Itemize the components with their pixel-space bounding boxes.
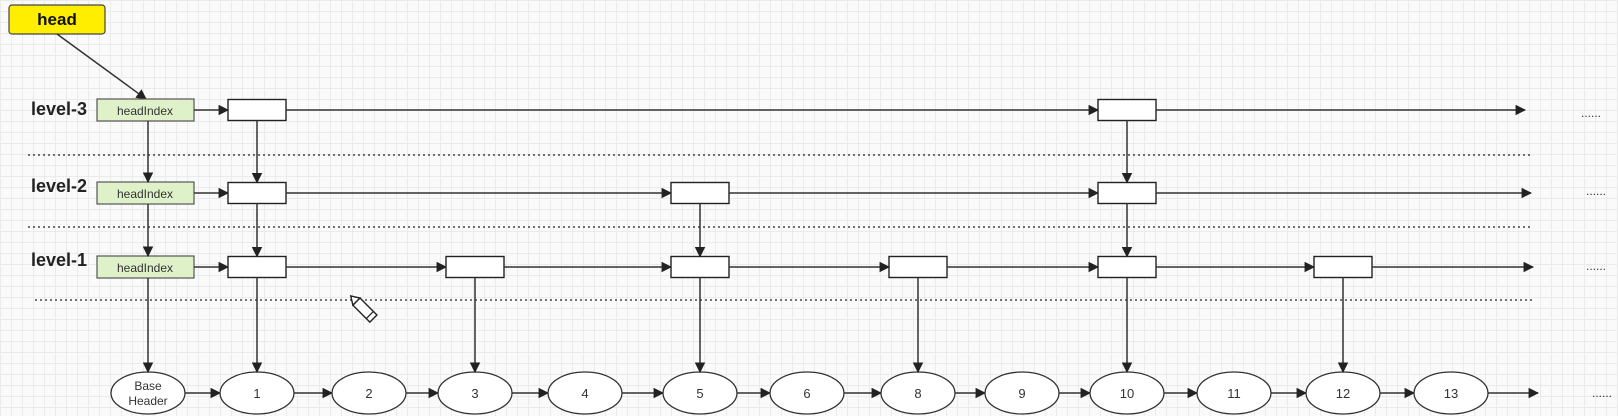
cursor-icon [349, 294, 378, 324]
head-index-label: headIndex [117, 187, 173, 201]
base-node-label: 1 [253, 386, 260, 401]
head-index-level-1: headIndex [96, 255, 195, 279]
index-node-10 [1097, 181, 1157, 205]
base-node-label: 2 [365, 386, 372, 401]
index-node-1 [227, 181, 287, 205]
level-1-label: level-1 [31, 250, 87, 270]
base-node-label: 10 [1120, 386, 1134, 401]
continuation-level-1: ...... [1586, 259, 1606, 273]
level-3-label: level-3 [31, 99, 87, 119]
index-node-1 [227, 98, 287, 122]
base-node-label: 3 [471, 386, 478, 401]
index-node-12 [1313, 255, 1373, 279]
continuation-level-2: ...... [1586, 184, 1606, 198]
head-label: head [37, 10, 77, 29]
base-header-label-line-1: Base [134, 379, 162, 393]
index-node-5 [670, 181, 730, 205]
base-node-label: 13 [1444, 386, 1458, 401]
head-index-level-3: headIndex [96, 98, 195, 122]
index-node-10 [1097, 255, 1157, 279]
base-node-label: 5 [696, 386, 703, 401]
head-index-label: headIndex [117, 261, 173, 275]
base-node-label: 6 [803, 386, 810, 401]
base-header-node: Base Header [110, 371, 186, 415]
index-node-10 [1097, 98, 1157, 122]
base-node-label: 12 [1336, 386, 1350, 401]
head-index-level-2: headIndex [96, 181, 195, 205]
head-pointer-arrow [56, 33, 147, 100]
base-node-label: 11 [1227, 386, 1241, 401]
base-node-label: 4 [581, 386, 588, 401]
head-box: head [8, 4, 106, 35]
index-node-5 [670, 255, 730, 279]
base-header-label-line-2: Header [128, 394, 167, 408]
continuation-base: ...... [1592, 386, 1612, 400]
base-node-label: 8 [914, 386, 921, 401]
base-node-label: 9 [1018, 386, 1025, 401]
index-node-1 [227, 255, 287, 279]
index-node-3 [445, 255, 505, 279]
index-node-8 [888, 255, 948, 279]
head-index-label: headIndex [117, 104, 173, 118]
continuation-level-3: ...... [1581, 106, 1601, 120]
level-2-label: level-2 [31, 176, 87, 196]
